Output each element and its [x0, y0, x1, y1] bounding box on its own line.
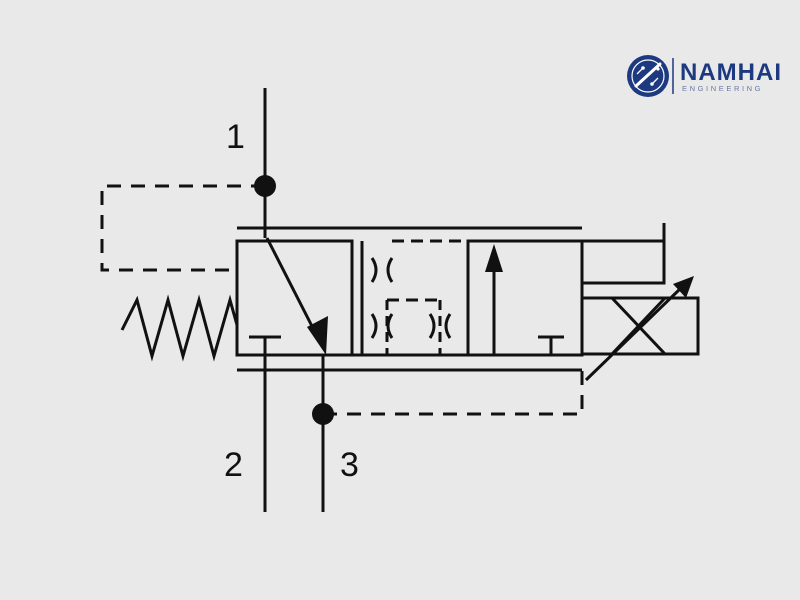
- actuator-bracket: [582, 239, 666, 285]
- port-1-label: 1: [226, 118, 245, 156]
- port-3-label: 3: [340, 446, 359, 484]
- orifice-lower-right: [428, 313, 452, 339]
- left-blocked-port: [249, 335, 281, 355]
- right-flow-arrowhead: [485, 244, 503, 272]
- logo-tagline: ENGINEERING: [682, 84, 763, 93]
- left-flow-arrowhead: [307, 316, 328, 355]
- adjustable-arrowhead: [673, 276, 694, 298]
- pilot-line-right: [323, 365, 584, 416]
- valve-envelope-right: [466, 239, 584, 357]
- logo-emblem: [627, 55, 669, 97]
- junction-port-1: [254, 175, 276, 197]
- orifice-upper: [370, 257, 394, 283]
- spring: [120, 294, 239, 362]
- logo-name: NAMHAI: [680, 59, 782, 86]
- adjustable-arrow-shaft: [584, 286, 683, 382]
- pilot-line-left: [100, 184, 265, 272]
- solenoid-box: [580, 296, 700, 356]
- orifice-lower-left: [370, 313, 394, 339]
- left-flow-diagonal: [265, 237, 320, 339]
- company-logo: NAMHAI ENGINEERING: [627, 55, 782, 97]
- junction-port-3: [312, 403, 334, 425]
- port-2-label: 2: [224, 446, 243, 484]
- right-blocked-port: [538, 335, 564, 355]
